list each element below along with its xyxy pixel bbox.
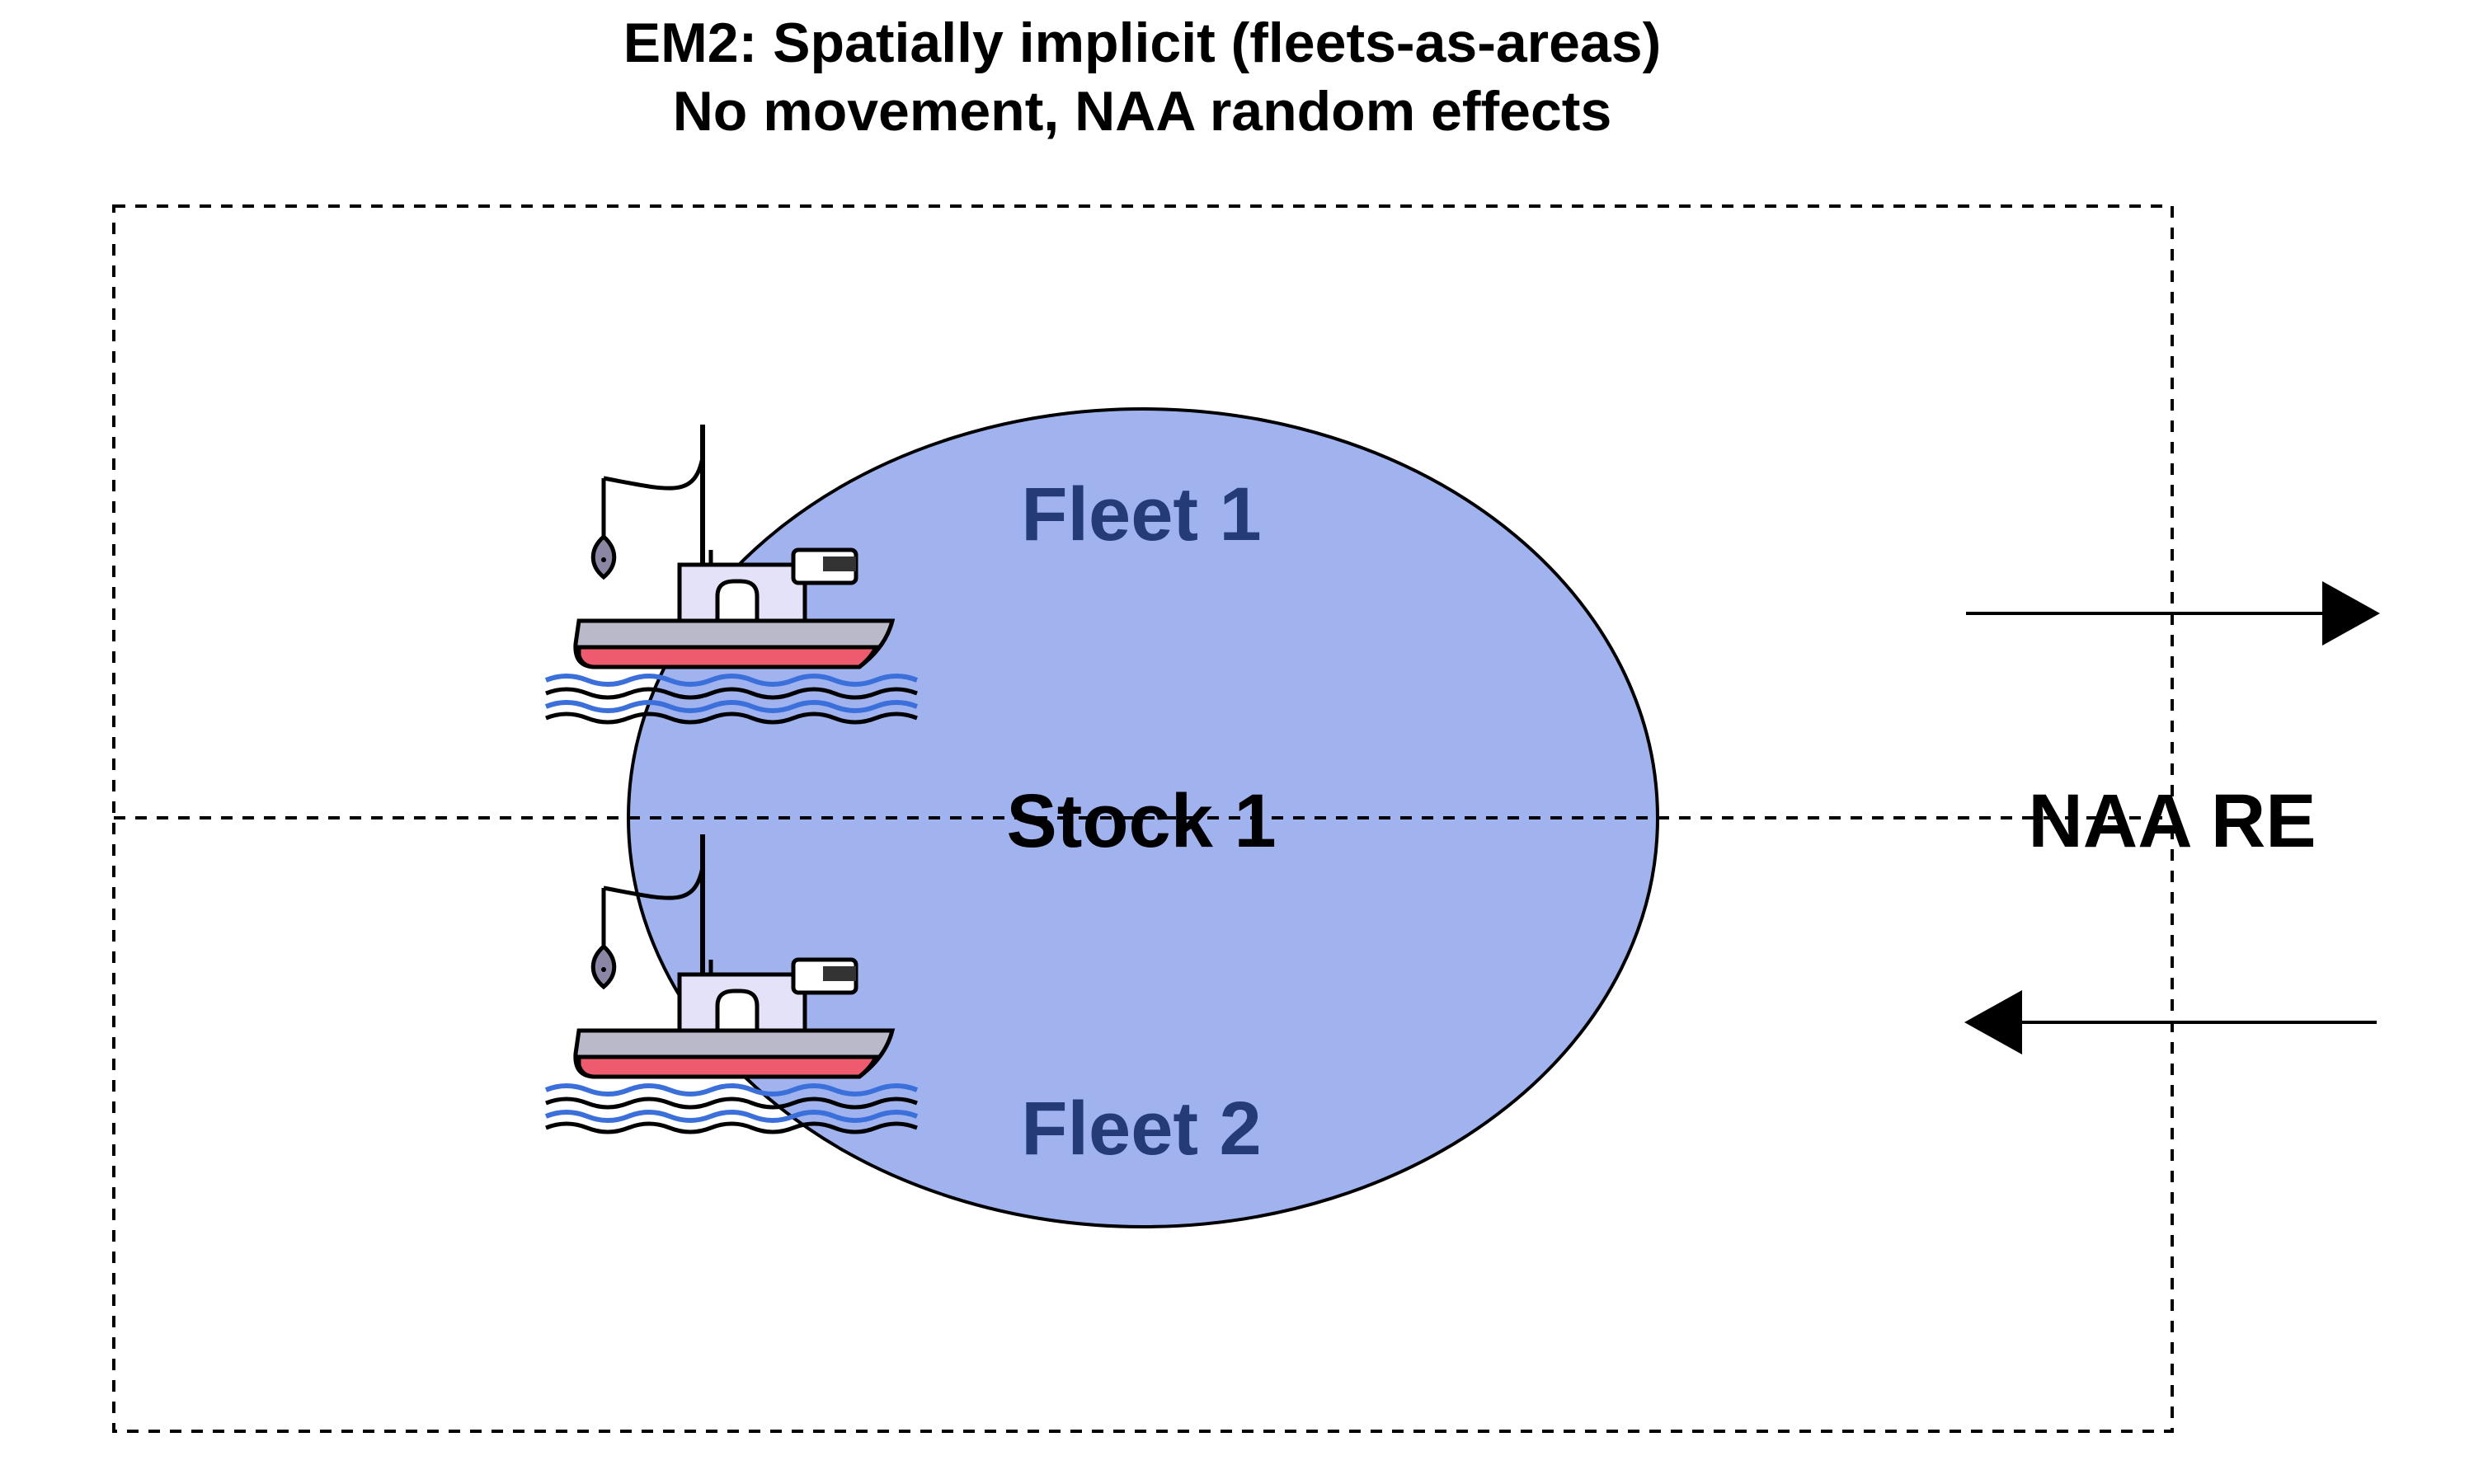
arrow-left-icon: [1964, 990, 2377, 1054]
naa-re-label: NAA RE: [2028, 779, 2316, 863]
fleet-2-label: Fleet 2: [1021, 1087, 1261, 1171]
fleet-1-label: Fleet 1: [1021, 472, 1261, 556]
arrow-right-icon: [1966, 581, 2380, 646]
title-line-1: EM2: Spatially implicit (fleets-as-areas…: [623, 12, 1661, 74]
region-boundary: [112, 204, 2174, 1433]
title-line-2: No movement, NAA random effects: [673, 80, 1612, 143]
stock-label: Stock 1: [1006, 779, 1276, 863]
